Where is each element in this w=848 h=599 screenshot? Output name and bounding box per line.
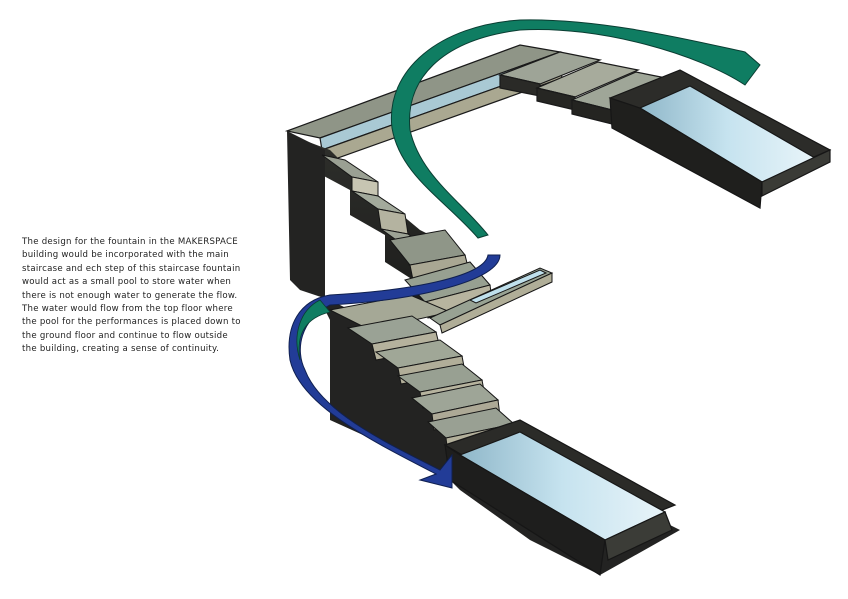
description-line: the pool for the performances is placed …: [22, 316, 270, 329]
description-line: The design for the fountain in the MAKER…: [22, 236, 270, 249]
description-line: the ground floor and continue to flow ou…: [22, 330, 270, 343]
description-line: staircase and ech step of this staircase…: [22, 263, 270, 276]
description-line: the building, creating a sense of contin…: [22, 343, 270, 356]
design-description: The design for the fountain in the MAKER…: [22, 236, 270, 357]
description-line: would act as a small pool to store water…: [22, 276, 270, 289]
description-line: The water would flow from the top floor …: [22, 303, 270, 316]
performance-pool: [610, 70, 830, 208]
description-line: building would be incorporated with the …: [22, 249, 270, 262]
description-line: there is not enough water to generate th…: [22, 290, 270, 303]
